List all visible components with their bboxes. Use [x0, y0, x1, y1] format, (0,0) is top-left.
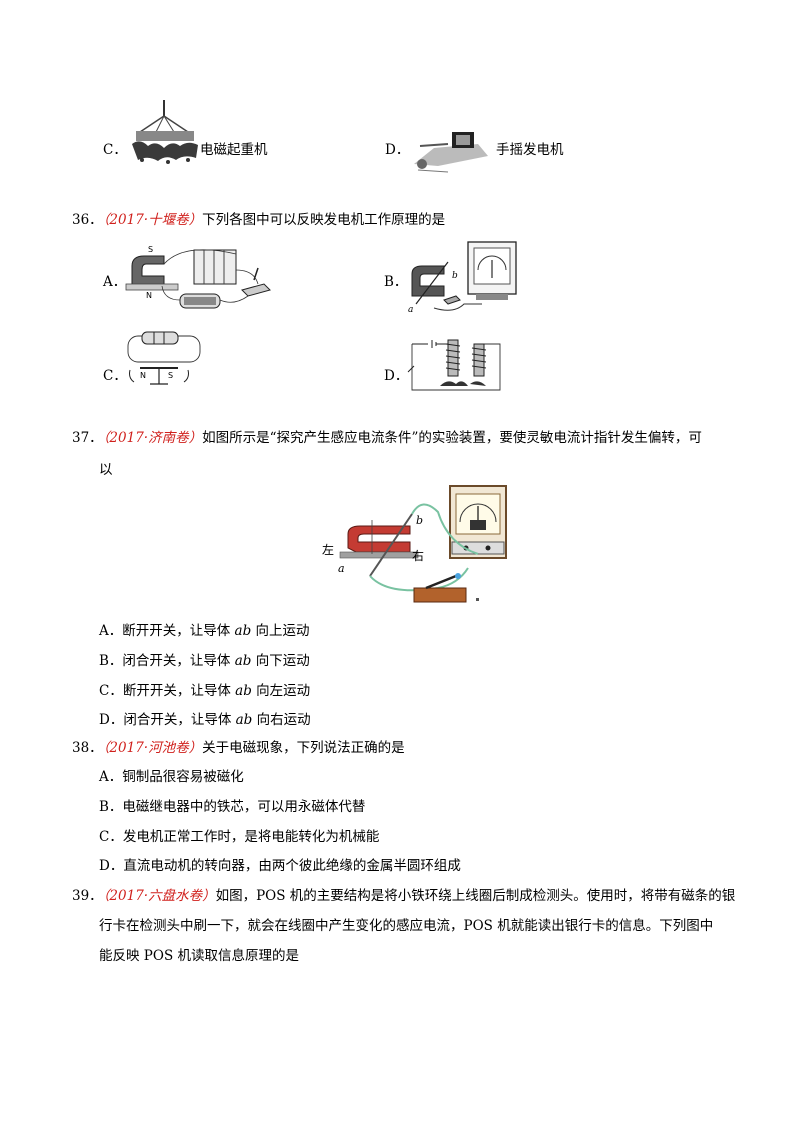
q35-option-c-label: 电磁起重机 [200, 142, 268, 158]
q37-fig-left-label: 左 [322, 542, 334, 557]
q39-line2: 行卡在检测头中刷一下，就会在线圈中产生变化的感应电流，POS 机就能读出银行卡的… [99, 918, 714, 934]
q36a-s-label: S [148, 245, 153, 254]
q35-option-d-letter: D． [385, 142, 410, 158]
q37-option-d: D．闭合开关，让导体 ab 向右运动 [99, 712, 311, 728]
q38-source: （2017·河池卷） [102, 740, 203, 756]
q39-number: 39． [72, 888, 103, 904]
q36-option-c-letter: C． [103, 368, 127, 384]
q37-text-1: 如图所示是“探究产生感应电流条件”的实验装置，要使灵敏电流计指针发生偏转，可 [202, 430, 702, 446]
q35-option-c-letter: C． [103, 142, 127, 158]
stray-dot [476, 598, 479, 601]
q36-option-d-letter: D． [384, 368, 409, 384]
q38-number: 38． [72, 740, 103, 756]
q36c-n-label: N [140, 371, 146, 380]
q38-option-c: C．发电机正常工作时，是将电能转化为机械能 [99, 829, 380, 845]
q36-figure-a: S N [124, 240, 274, 316]
q37-source: （2017·济南卷） [102, 430, 203, 446]
svg-text:b: b [452, 271, 458, 281]
q39-line3: 能反映 POS 机读取信息原理的是 [99, 948, 299, 964]
q36-stem: 36．（2017·十堰卷）下列各图中可以反映发电机工作原理的是 [72, 210, 445, 230]
electromagnetic-crane-image [128, 98, 200, 168]
q38-stem: 38．（2017·河池卷）关于电磁现象，下列说法正确的是 [72, 738, 405, 758]
q37-stem-line2: 以 [99, 462, 113, 478]
q36-number: 36． [72, 212, 103, 228]
q36c-s-label: S [168, 371, 173, 380]
q37-fig-b-label: b [416, 514, 423, 527]
q39-source: （2017·六盘水卷） [102, 888, 216, 904]
q37-fig-right-label: 右 [412, 548, 424, 563]
q38-text: 关于电磁现象，下列说法正确的是 [202, 740, 405, 756]
q35-option-d-label: 手摇发电机 [496, 142, 564, 158]
q36-figure-d [404, 334, 504, 394]
svg-text:a: a [408, 305, 413, 315]
q37-option-c: C．断开开关，让导体 ab 向左运动 [99, 683, 311, 699]
q38-option-b: B．电磁继电器中的铁芯，可以用永磁体代替 [99, 799, 366, 815]
q36-figure-b: b a [404, 238, 522, 318]
q37-experiment-figure: 左 右 b a [318, 484, 524, 606]
q37-fig-a-label: a [338, 562, 345, 575]
q36-option-b-letter: B． [384, 274, 408, 290]
q37-option-a: A．断开开关，让导体 ab 向上运动 [99, 623, 310, 639]
q38-option-d: D．直流电动机的转向器，由两个彼此绝缘的金属半圆环组成 [99, 858, 461, 874]
q37-number: 37． [72, 430, 103, 446]
q36a-n-label: N [146, 291, 152, 300]
q39-text-1: 如图，POS 机的主要结构是将小铁环绕上线圈后制成检测头。使用时，将带有磁条的银 [215, 888, 736, 904]
hand-generator-image [408, 126, 492, 174]
q36-figure-c: N S [124, 328, 204, 388]
q39-line1: 39．（2017·六盘水卷）如图，POS 机的主要结构是将小铁环绕上线圈后制成检… [72, 886, 735, 906]
q36-source: （2017·十堰卷） [102, 212, 203, 228]
q36-option-a-letter: A． [103, 274, 127, 290]
q37-stem-line1: 37．（2017·济南卷）如图所示是“探究产生感应电流条件”的实验装置，要使灵敏… [72, 428, 702, 448]
q36-text: 下列各图中可以反映发电机工作原理的是 [202, 212, 446, 228]
q37-option-b: B．闭合开关，让导体 ab 向下运动 [99, 653, 310, 669]
q38-option-a: A．铜制品很容易被磁化 [99, 769, 244, 785]
